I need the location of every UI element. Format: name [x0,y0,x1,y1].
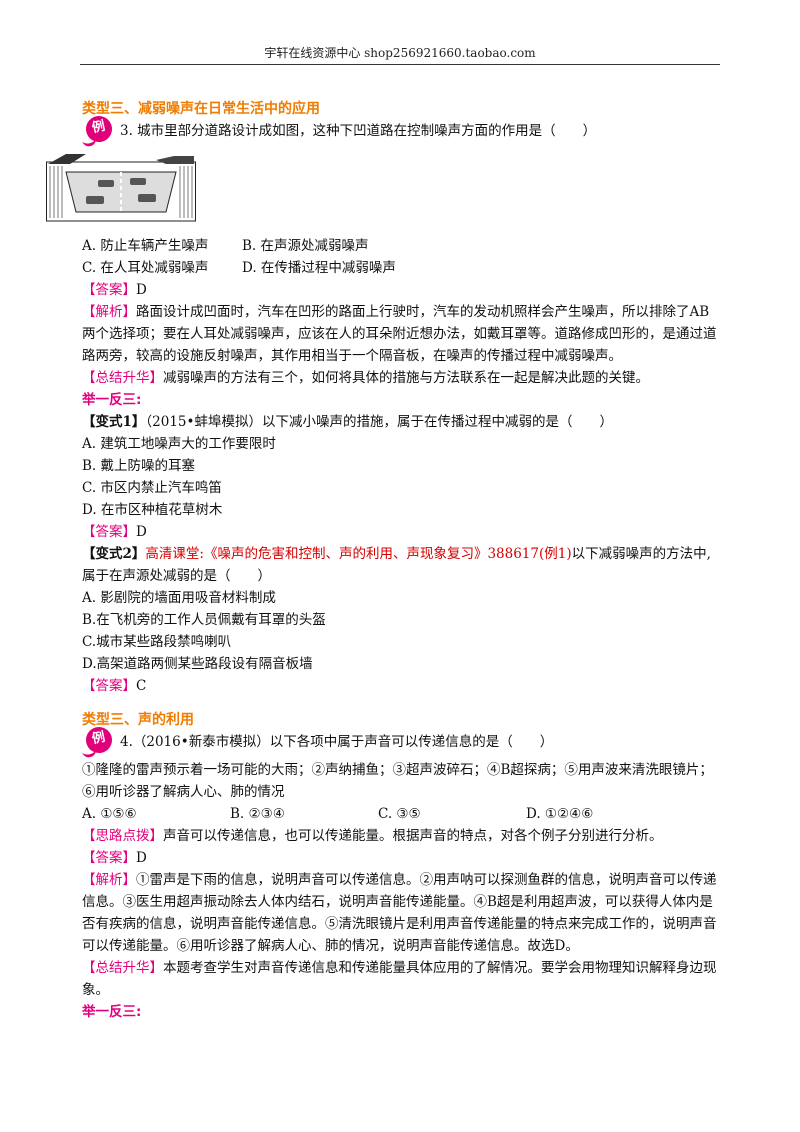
content: 类型三、减弱噪声在日常生活中的应用 例 3. 城市里部分道路设计成如图，这种下凹… [46,98,722,1023]
variant-1-answer: 【答案】D [82,524,147,540]
option-d: D. 在传播过程中减弱噪声 [242,260,396,276]
analysis-4: 【解析】①雷声是下雨的信息，说明声音可以传递信息。②用声呐可以探测鱼群的信息，说… [82,872,717,954]
option-b: B. 在声源处减弱噪声 [242,238,369,254]
option-a: A. 防止车辆产生噪声 [82,238,209,254]
section-title-1: 类型三、减弱噪声在日常生活中的应用 [82,101,320,117]
example-3: 例 3. 城市里部分道路设计成如图，这种下凹道路在控制噪声方面的作用是（ ） [82,113,722,148]
variant-1-option-b: B. 戴上防噪的耳塞 [82,458,196,474]
option-c: C. 在人耳处减弱噪声 [82,260,209,276]
variant-1-option-c: C. 市区内禁止汽车鸣笛 [82,480,222,496]
variant-2-option-a: A. 影剧院的墙面用吸音材料制成 [82,590,276,606]
example-4: 例 4.（2016•新泰市模拟）以下各项中属于声音可以传递信息的是（ ） [82,724,722,759]
section-title-2: 类型三、声的利用 [82,712,194,728]
variant-2-option-d: D.高架道路两侧某些路段设有隔音板墙 [82,656,313,672]
variant-2: 【变式2】高清课堂:《噪声的危害和控制、声的利用、声现象复习》388617(例1… [82,546,711,562]
practice-heading-2: 举一反三: [82,1004,142,1020]
question-3: 3. 城市里部分道路设计成如图，这种下凹道路在控制噪声方面的作用是（ ） [120,123,597,139]
summary-4: 【总结升华】本题考查学生对声音传递信息和传递能量具体应用的了解情况。要学会用物理… [82,960,717,998]
analysis-3: 【解析】路面设计成凹面时，汽车在凹形的路面上行驶时，汽车的发动机照样会产生噪声，… [82,304,717,364]
option-b: B. ②③④ [230,806,285,822]
variant-2-link[interactable]: 高清课堂:《噪声的危害和控制、声的利用、声现象复习》388617(例1) [145,546,572,562]
option-a: A. ①⑤⑥ [82,806,137,822]
variant-2-answer: 【答案】C [82,678,147,694]
options-row-4: A. ①⑤⑥ B. ②③④ C. ③⑤ D. ①②④⑥ [82,803,722,825]
answer-4: 【答案】D [82,850,147,866]
question-4: 4.（2016•新泰市模拟）以下各项中属于声音可以传递信息的是（ ） [120,734,554,750]
summary-3: 【总结升华】减弱噪声的方法有三个，如何将具体的措施与方法联系在一起是解决此题的关… [82,370,649,386]
page-header: 宇轩在线资源中心 shop256921660.taobao.com [264,46,536,60]
option-c: C. ③⑤ [378,806,421,822]
variant-1-option-a: A. 建筑工地噪声大的工作要限时 [82,436,276,452]
variant-2-option-b: B.在飞机旁的工作人员佩戴有耳罩的头盔 [82,612,326,628]
answer-3: 【答案】D [82,282,147,298]
option-d: D. ①②④⑥ [526,806,594,822]
question-4-items-cont: ⑥用听诊器了解病人心、肺的情况 [82,784,285,800]
variant-1-option-d: D. 在市区种植花草树木 [82,502,223,518]
hint-4: 【思路点拨】声音可以传递信息，也可以传递能量。根据声音的特点，对各个例子分别进行… [82,828,663,844]
variant-2-option-c: C.城市某些路段禁鸣喇叭 [82,634,232,650]
practice-heading-1: 举一反三: [82,392,142,408]
question-4-items: ①隆隆的雷声预示着一场可能的大雨；②声纳捕鱼；③超声波碎石；④B超探病；⑤用声波… [82,762,713,778]
header-divider [80,64,720,65]
options-row-2: C. 在人耳处减弱噪声 D. 在传播过程中减弱噪声 [82,257,722,279]
sunken-road-figure [46,154,196,222]
options-row-1: A. 防止车辆产生噪声 B. 在声源处减弱噪声 [82,235,722,257]
variant-2-stem-cont: 属于在声源处减弱的是（ ） [82,568,271,584]
variant-1: 【变式1】（2015•蚌埠模拟）以下减小噪声的措施，属于在传播过程中减弱的是（ … [82,414,613,430]
